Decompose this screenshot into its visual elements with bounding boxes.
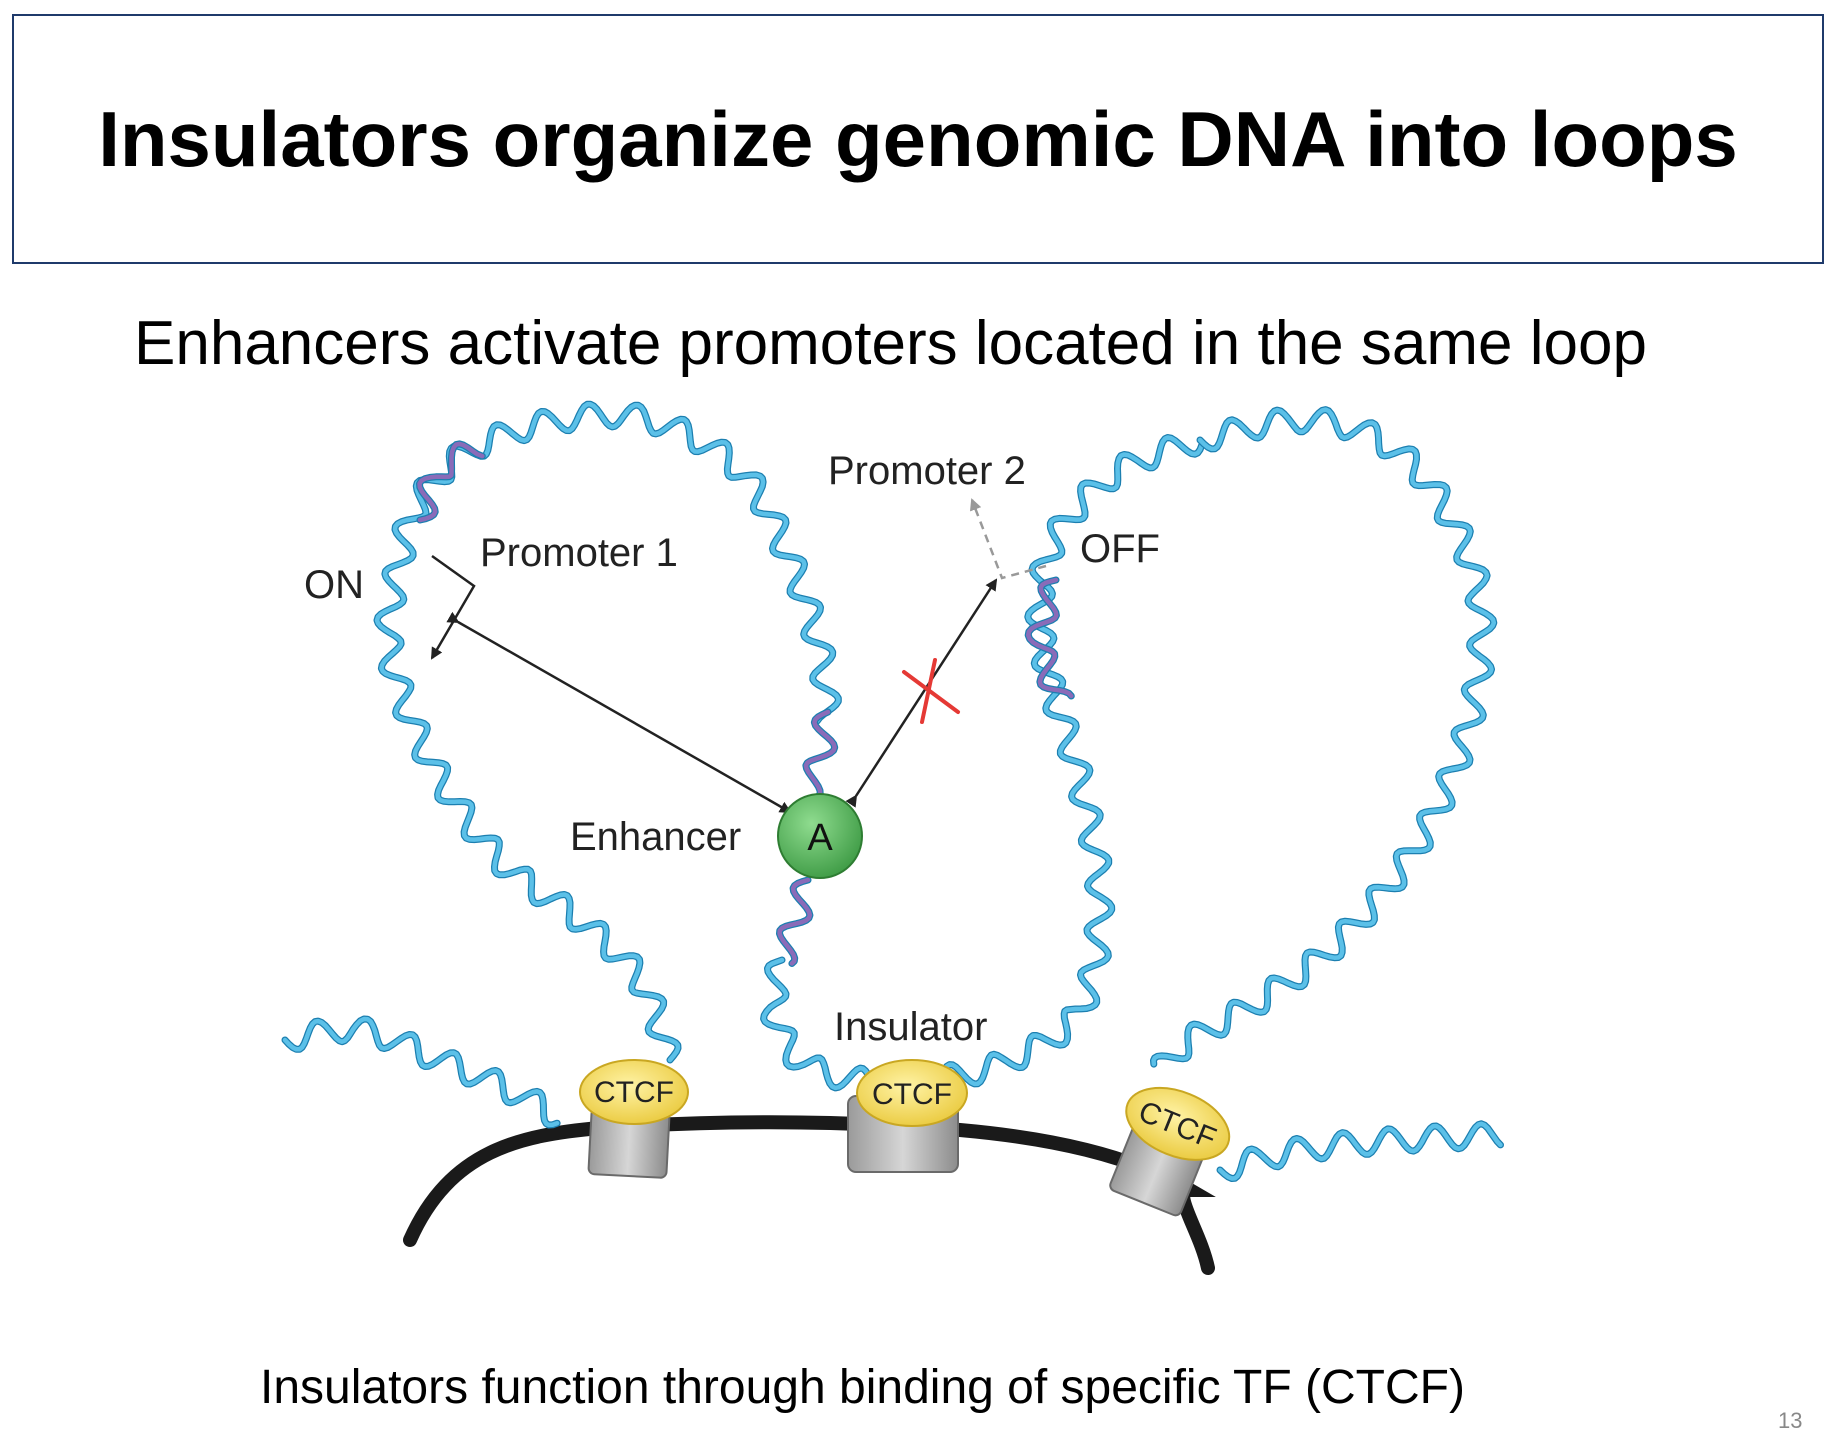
page-number: 13: [1778, 1408, 1803, 1433]
enhancer-dna-upper: [803, 709, 837, 799]
enhancer-label: Enhancer: [570, 815, 741, 859]
promoter1-label: Promoter 1: [480, 531, 678, 575]
dna-left-tail: [281, 1015, 561, 1129]
dna-right-loop: [1151, 407, 1497, 1067]
ctcf-label-1: CTCF: [594, 1076, 674, 1109]
slide-subtitle: Enhancers activate promoters located in …: [134, 309, 1647, 378]
promoter2-dna: [1025, 577, 1074, 699]
chromatin-fiber: [403, 1115, 1216, 1275]
dna-right-tail: [1217, 1121, 1503, 1181]
off-label: OFF: [1080, 527, 1160, 571]
enhancer-dna-lower: [777, 877, 813, 966]
ctcf-insulator-2: CTCF: [847, 1059, 968, 1173]
ctcf-insulator-3: CTCF: [1109, 1086, 1231, 1217]
promoter2-arrow: [969, 498, 1047, 580]
promoter1-dna: [417, 441, 485, 523]
activator-protein: A: [777, 793, 863, 879]
promoter1-arrow: [430, 554, 476, 660]
activator-label: A: [807, 817, 833, 859]
title-box: Insulators organize genomic DNA into loo…: [12, 14, 1824, 264]
enhancer-promoter1-interaction: [446, 611, 792, 814]
dna-left-tail: [282, 1016, 560, 1128]
ctcf-label-2: CTCF: [872, 1078, 952, 1111]
promoter2-label: Promoter 2: [828, 449, 1026, 493]
ctcf-insulator-1: CTCF: [579, 1059, 689, 1179]
blocked-x-icon: [902, 658, 960, 724]
slide-caption: Insulators function through binding of s…: [260, 1361, 1465, 1414]
on-label: ON: [304, 563, 364, 607]
slide-title: Insulators organize genomic DNA into loo…: [98, 94, 1738, 183]
insulator-label: Insulator: [834, 1005, 987, 1049]
